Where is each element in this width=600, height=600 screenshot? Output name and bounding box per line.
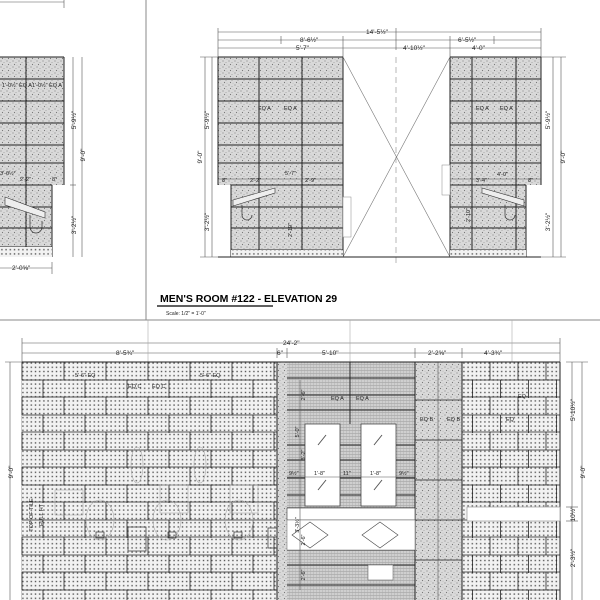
dim-upper: 5'-9½": [544, 110, 552, 129]
bench: [466, 506, 561, 522]
note-top-of-tile: TOP OF TILE: [29, 498, 35, 532]
dim-lower: 3'-2½": [544, 212, 552, 231]
dim-h: 2'-9": [305, 178, 316, 184]
door-opening: [218, 56, 541, 265]
tag: EQ: [506, 417, 515, 423]
tag-eq-a: 1'-0½" EQ A: [2, 82, 32, 89]
dim-v: 3'-2": [301, 449, 307, 460]
drawing-title: MEN'S ROOM #122 - ELEVATION 29: [160, 293, 337, 305]
elevation-29: 14'-5½" 8'-6½" 6'-5½" 5'-7" 4'-10½" 4'-0…: [197, 28, 567, 265]
dim-h: 8": [528, 178, 533, 184]
dim-mirror: 9½": [399, 470, 409, 477]
tag-eq-a: 1'-0½" EQ A: [32, 82, 62, 89]
dim-lower: 3'-2½": [203, 212, 211, 231]
dim-mirror: 9½": [289, 470, 299, 477]
dim-overall: 24'-2": [283, 340, 300, 347]
tag-eq-a: EQ A: [500, 106, 513, 112]
dim-h: 2'-2": [250, 178, 261, 184]
dim-lower: 2'-3½": [569, 548, 577, 567]
note-full-ht: FULL HT: [39, 503, 45, 526]
tag: EQ B: [420, 417, 433, 423]
dim-h2: 2'-2": [20, 177, 31, 183]
dim-upper: 5'-9½": [70, 110, 78, 129]
dim-overall: 9'-0": [80, 148, 87, 162]
bottom-elevation: 24'-2" 8'-5¾" 6" 5'-10" 2'-2⅝" 4'-3¾": [5, 320, 588, 600]
dim-left: 8'-6½": [300, 36, 319, 44]
tag-eq-a: EQ A: [258, 106, 271, 112]
dim-counter: 10½": [569, 506, 577, 522]
left-partial-elevation: 1'-0½" EQ A 1'-0½" EQ A 3'-6½" 2'-2" 8" …: [0, 0, 87, 274]
tag: EQ A: [331, 396, 344, 402]
dim-v: 2'-10": [288, 223, 294, 237]
tag: EQ: [518, 394, 527, 400]
dim-v: 2'-6": [301, 534, 307, 545]
dim-overall: 9'-0": [560, 150, 567, 164]
tag: EQ C: [128, 384, 141, 390]
dim-h: 8": [222, 178, 227, 184]
tag: EQ B: [447, 417, 460, 423]
dim-lower: 3'-2½": [70, 215, 78, 234]
dim-seg3: 4'-0": [472, 45, 486, 52]
dim-seg2: 6": [277, 350, 284, 357]
mirror: [360, 423, 397, 507]
dim-overall: 9'-0": [197, 150, 204, 164]
dim-mirror: 11": [343, 471, 351, 477]
dim-seg1: 8'-5¾": [116, 350, 135, 357]
dim-v: 2'-6": [301, 389, 307, 400]
dim-v: 3'-3½": [294, 517, 301, 533]
dim-v: 5'-0": [295, 426, 301, 437]
dim-h3: 8": [52, 177, 57, 183]
dim-seg1: 5'-7": [296, 45, 310, 52]
dim-h: 5'-7": [285, 171, 296, 177]
dim-seg3: 5'-10": [322, 350, 339, 357]
dim-overall: 14'-5½": [366, 28, 389, 36]
dim-upper: 5'-9½": [203, 110, 211, 129]
dim-overall: 9'-0": [8, 465, 15, 479]
tag-eq-a: EQ A: [476, 106, 489, 112]
dim-v: 2'-6": [301, 569, 307, 580]
dim-seg2: 4'-10½": [403, 44, 426, 52]
dim-seg4: 2'-2⅝": [428, 350, 447, 357]
dim-v: 2'-10": [466, 208, 472, 222]
dim-h: 4'-0": [497, 172, 508, 178]
dim-right: 6'-5½": [458, 36, 477, 44]
dim-h: 3'-4": [476, 178, 487, 184]
drawing-scale: Scale: 1/2" = 1'-0": [166, 311, 206, 317]
mirror: [304, 423, 341, 507]
vanity-counter: [286, 507, 416, 521]
dim-mirror: 1'-8": [370, 471, 381, 477]
tag-eq-a: EQ A: [284, 106, 297, 112]
tag: EQ C: [152, 384, 165, 390]
tag: 5'-6" EQ: [200, 373, 221, 379]
dim-seg5: 4'-3¾": [484, 350, 503, 357]
dim-h1: 3'-6½": [0, 170, 16, 177]
dim-upper: 5'-10½": [569, 398, 577, 421]
tag: 5'-6" EQ: [75, 373, 96, 379]
dim-width: 2'-0⅝": [12, 265, 31, 272]
title-block: MEN'S ROOM #122 - ELEVATION 29 Scale: 1/…: [157, 293, 337, 317]
tag: EQ A: [356, 396, 369, 402]
dim-mirror: 1'-8": [314, 471, 325, 477]
dim-overall: 9'-0": [580, 465, 587, 479]
